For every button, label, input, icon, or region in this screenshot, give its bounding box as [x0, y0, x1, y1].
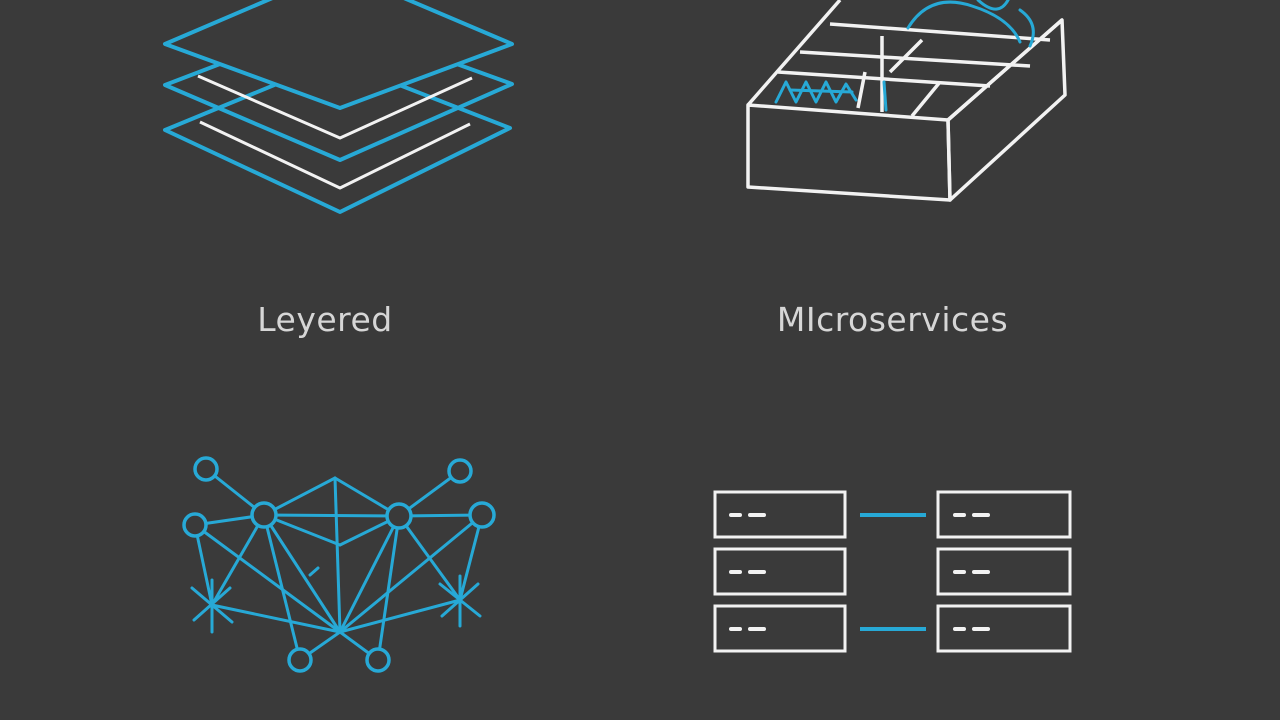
label-layered: Leyered	[257, 300, 393, 339]
node	[182, 512, 208, 538]
server-unit	[936, 547, 1072, 596]
server-unit	[936, 490, 1072, 539]
compartment-box-icon	[746, 0, 1067, 202]
node	[365, 647, 391, 673]
box-front	[746, 103, 952, 202]
server-unit	[713, 490, 847, 539]
layer-top	[163, 0, 514, 110]
box-side	[946, 18, 1067, 202]
node	[447, 458, 473, 484]
server-unit	[713, 604, 847, 653]
server-racks-icon	[713, 490, 1072, 653]
node	[385, 502, 413, 530]
node	[468, 501, 496, 529]
node	[250, 501, 278, 529]
label-microservices: MIcroservices	[776, 300, 1009, 339]
node	[287, 647, 313, 673]
network-graph-icon	[182, 456, 496, 673]
stacked-layers-icon	[163, 0, 514, 214]
node	[193, 456, 219, 482]
server-unit	[936, 604, 1072, 653]
server-unit	[713, 547, 847, 596]
